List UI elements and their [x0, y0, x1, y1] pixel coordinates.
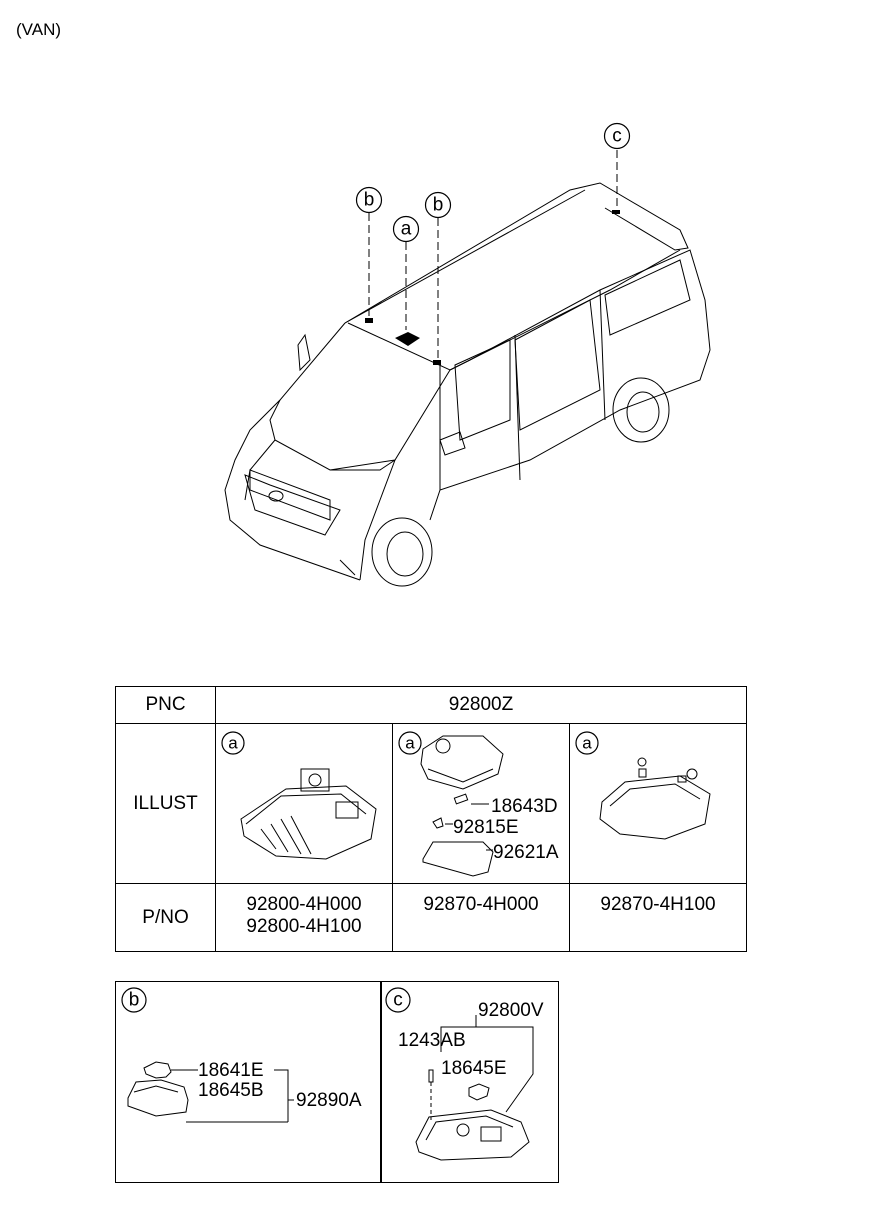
dome-lamp-illustration-3: a — [575, 731, 711, 840]
callout-c: c — [603, 122, 631, 150]
svg-text:b: b — [129, 990, 140, 1011]
part-label-18641E: 18641E — [198, 1060, 264, 1081]
svg-text:a: a — [228, 734, 238, 753]
pno-cell-1: 92800-4H000 92800-4H100 — [215, 883, 393, 952]
dome-lamp-illustration-1: a — [221, 731, 377, 860]
part-label-1243AB: 1243AB — [398, 1030, 466, 1051]
pnc-value: 92800Z — [215, 686, 747, 724]
svg-text:b: b — [364, 190, 375, 211]
pnc-header: PNC — [115, 686, 216, 724]
illust-row: ILLUST a a — [115, 723, 747, 884]
pno-cell-2: 92870-4H000 — [392, 883, 570, 952]
svg-text:a: a — [401, 219, 412, 240]
callout-b-detail: b — [121, 987, 147, 1013]
part-label-18645E: 18645E — [441, 1058, 507, 1079]
van-outline — [224, 182, 711, 587]
svg-text:b: b — [433, 195, 444, 216]
pnc-row: PNC 92800Z — [115, 686, 747, 724]
part-label-18645B: 18645B — [198, 1080, 264, 1101]
pno-row: P/NO 92800-4H000 92800-4H100 92870-4H000… — [115, 883, 747, 952]
cargo-lamp-c-illustration — [415, 1015, 534, 1161]
marker-c-rear — [612, 210, 620, 214]
pnc-table: PNC 92800Z ILLUST a a — [115, 686, 747, 952]
illust-cell-2: a 18643D 92815E 92621A — [392, 723, 570, 884]
pno-header: P/NO — [115, 883, 216, 952]
svg-text:a: a — [405, 734, 415, 753]
pno-cell-3: 92870-4H100 — [569, 883, 747, 952]
variant-label: (VAN) — [16, 20, 62, 39]
svg-text:c: c — [612, 126, 622, 147]
part-label-92800V: 92800V — [478, 1000, 544, 1021]
callout-a: a — [392, 215, 420, 243]
illust-cell-1: a — [215, 723, 393, 884]
svg-text:a: a — [582, 734, 592, 753]
detail-c-panel: c 92800V 1243AB 18645E — [380, 981, 559, 1183]
marker-b-right — [433, 360, 441, 365]
part-number: 92870-4H100 — [600, 894, 716, 915]
marker-b-left — [365, 318, 373, 323]
part-label-92890A: 92890A — [296, 1090, 362, 1111]
detail-b-panel: b 18641E 18645B 92890A — [115, 981, 382, 1183]
illust-header: ILLUST — [115, 723, 216, 884]
marker-a-dome-lamp — [395, 332, 420, 346]
dome-lamp-illustration-2: a 18643D 92815E 92621A — [398, 731, 559, 877]
part-number: 92800-4H000 — [246, 894, 362, 915]
part-label-18643D: 18643D — [491, 796, 558, 817]
van-overview-illustration: a b b c — [224, 122, 711, 587]
part-number: 92800-4H100 — [246, 916, 362, 937]
callout-b-right: b — [424, 191, 452, 219]
callout-c-detail: c — [385, 987, 411, 1013]
map-lamp-b-illustration — [127, 1061, 294, 1123]
part-label-92815E: 92815E — [453, 817, 519, 838]
callout-b-left: b — [355, 186, 383, 214]
svg-text:c: c — [393, 990, 403, 1011]
illust-cell-3: a — [569, 723, 747, 884]
part-number: 92870-4H000 — [423, 894, 539, 915]
part-label-92621A: 92621A — [493, 842, 559, 863]
